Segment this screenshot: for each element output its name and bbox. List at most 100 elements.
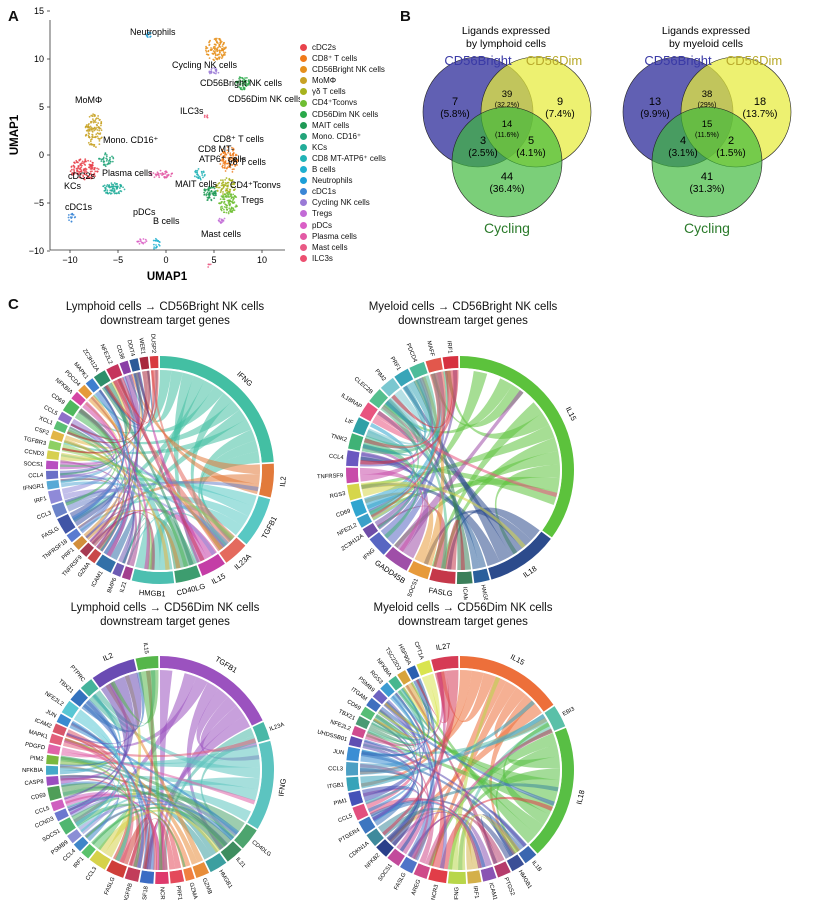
chord-sector-inner-edge: [73, 407, 81, 418]
chord-sector-nfe2l2: [351, 725, 366, 739]
svg-text:(4.1%): (4.1%): [516, 148, 545, 159]
chord-sector-icam1: [456, 571, 473, 584]
chord-label: AREG: [411, 878, 423, 896]
chord-ribbon: [97, 511, 135, 561]
chord-ribbon: [70, 796, 119, 835]
chord-ribbon: [60, 738, 112, 766]
legend-label: cDC1s: [312, 187, 337, 197]
chord-sector-itgb1: [346, 776, 360, 792]
chord-sector-il2: [258, 463, 274, 498]
svg-text:ATP6⁺ cells: ATP6⁺ cells: [199, 154, 247, 164]
chord-ribbon: [84, 803, 234, 841]
chord-sector-inner-edge: [257, 464, 262, 495]
chord-sector-lif: [352, 417, 370, 436]
chord-label: HMGB1: [517, 869, 533, 890]
legend-item: cDC2s: [300, 42, 386, 53]
chord-ribbon: [65, 794, 162, 870]
legend-label: CD4⁺Tconvs: [312, 98, 358, 108]
chord-ribbons: [360, 670, 560, 870]
svg-text:−5: −5: [113, 255, 123, 265]
chord-sector-inner-edge: [360, 790, 365, 803]
chord-title-1-line1: Lymphoid cells → CD56Bright NK cells: [65, 301, 265, 313]
chord-sector-gzma: [183, 867, 195, 882]
chord-sector-inner-edge: [359, 437, 365, 452]
svg-text:Ligands expressed: Ligands expressed: [662, 25, 750, 37]
svg-text:B cells: B cells: [153, 216, 180, 226]
chord-sector-csf2: [50, 430, 65, 442]
chord-label: CCL4: [329, 454, 345, 462]
chord-ribbon: [104, 370, 156, 425]
chord-sector-bmp6: [112, 562, 125, 577]
chord-sector-uhdssb01: [348, 736, 363, 748]
chord-sector-cd40lg: [174, 565, 201, 583]
chord-ribbon: [90, 396, 142, 567]
chord-ribbon: [104, 674, 142, 858]
chord-sector-nfkbia: [71, 391, 86, 406]
chord-sector-ccl3: [51, 501, 68, 518]
chord-sector-inner-edge: [82, 835, 90, 843]
chord-ribbon: [110, 670, 159, 724]
chord-sector-inner-edge: [434, 668, 459, 673]
chord-sector-zc3h12a: [93, 370, 111, 387]
chord-ribbon: [66, 370, 151, 444]
legend-item: Mono. CD16⁺: [300, 131, 386, 142]
chord-sector-inner-edge: [543, 712, 555, 732]
chord-sector-inner-edge: [395, 685, 404, 692]
chord-ribbon: [402, 675, 440, 727]
chord-sector-pim1: [348, 790, 364, 807]
chord-label: TNFRSF9: [317, 473, 343, 480]
svg-text:(3.1%): (3.1%): [668, 148, 697, 159]
legend-item: B cells: [300, 164, 386, 175]
legend-swatch: [300, 44, 307, 52]
chord-label: TBX21: [57, 679, 74, 695]
chord-ribbon: [376, 505, 447, 569]
chord-label: NFE2L2: [99, 344, 113, 366]
svg-text:Tregs: Tregs: [241, 195, 264, 205]
chord-sector-nfkb2: [376, 839, 394, 857]
chord-sector-inner-edge: [457, 569, 472, 572]
chord-label: IL18RAP: [340, 393, 363, 411]
chord-sector-hmgb1: [205, 852, 227, 873]
chord-ribbon: [384, 703, 560, 793]
chord-ribbon: [370, 370, 488, 517]
legend-item: γδ T cells: [300, 86, 386, 97]
chord-label: IL18: [574, 789, 586, 805]
chord-label: NFE2L2: [337, 522, 359, 537]
chord-sector-il1b: [518, 845, 537, 864]
svg-text:−5: −5: [34, 198, 44, 208]
chord-sector-inner-edge: [72, 708, 81, 720]
legend-label: Mono. CD16⁺: [312, 131, 362, 141]
svg-text:Mast cells: Mast cells: [201, 229, 242, 239]
chord-sector-inner-edge: [111, 375, 123, 382]
chord-label: CCL3: [36, 510, 52, 521]
chord-label: NCR3: [431, 884, 440, 900]
chord-sector-inner-edge: [366, 721, 372, 730]
chord-sector-il21: [121, 566, 134, 580]
chord-label: NFKB2: [364, 853, 381, 871]
chord-ribbon: [413, 379, 465, 570]
chord-label: NFE2L2: [43, 691, 64, 708]
legend-label: ILC3s: [312, 253, 333, 263]
chord-sector-dusp2: [149, 356, 159, 369]
chord-ribbon: [423, 510, 532, 565]
chord-sector-cd40lg: [234, 824, 257, 849]
chord-ribbon: [91, 694, 260, 779]
chord-ribbon: [391, 370, 453, 428]
chord-ribbon: [494, 464, 560, 555]
svg-text:(5.8%): (5.8%): [440, 109, 469, 120]
chord-label: RGS3: [329, 491, 346, 500]
chord-ribbon: [68, 682, 129, 812]
legend-swatch: [300, 143, 307, 151]
chord-label: CSF2: [34, 427, 50, 437]
chord-sector-inner-edge: [59, 443, 63, 452]
chord-label: PRF1: [389, 356, 402, 372]
chord-ribbon: [60, 426, 113, 467]
chord-ribbon: [65, 408, 118, 506]
chord-label: DDIT4: [125, 339, 135, 357]
svg-text:44: 44: [501, 171, 513, 183]
chord-sector-inner-edge: [89, 842, 97, 850]
chord-label: GZMA: [188, 882, 198, 900]
umap-xlabel: UMAP1: [147, 271, 188, 283]
